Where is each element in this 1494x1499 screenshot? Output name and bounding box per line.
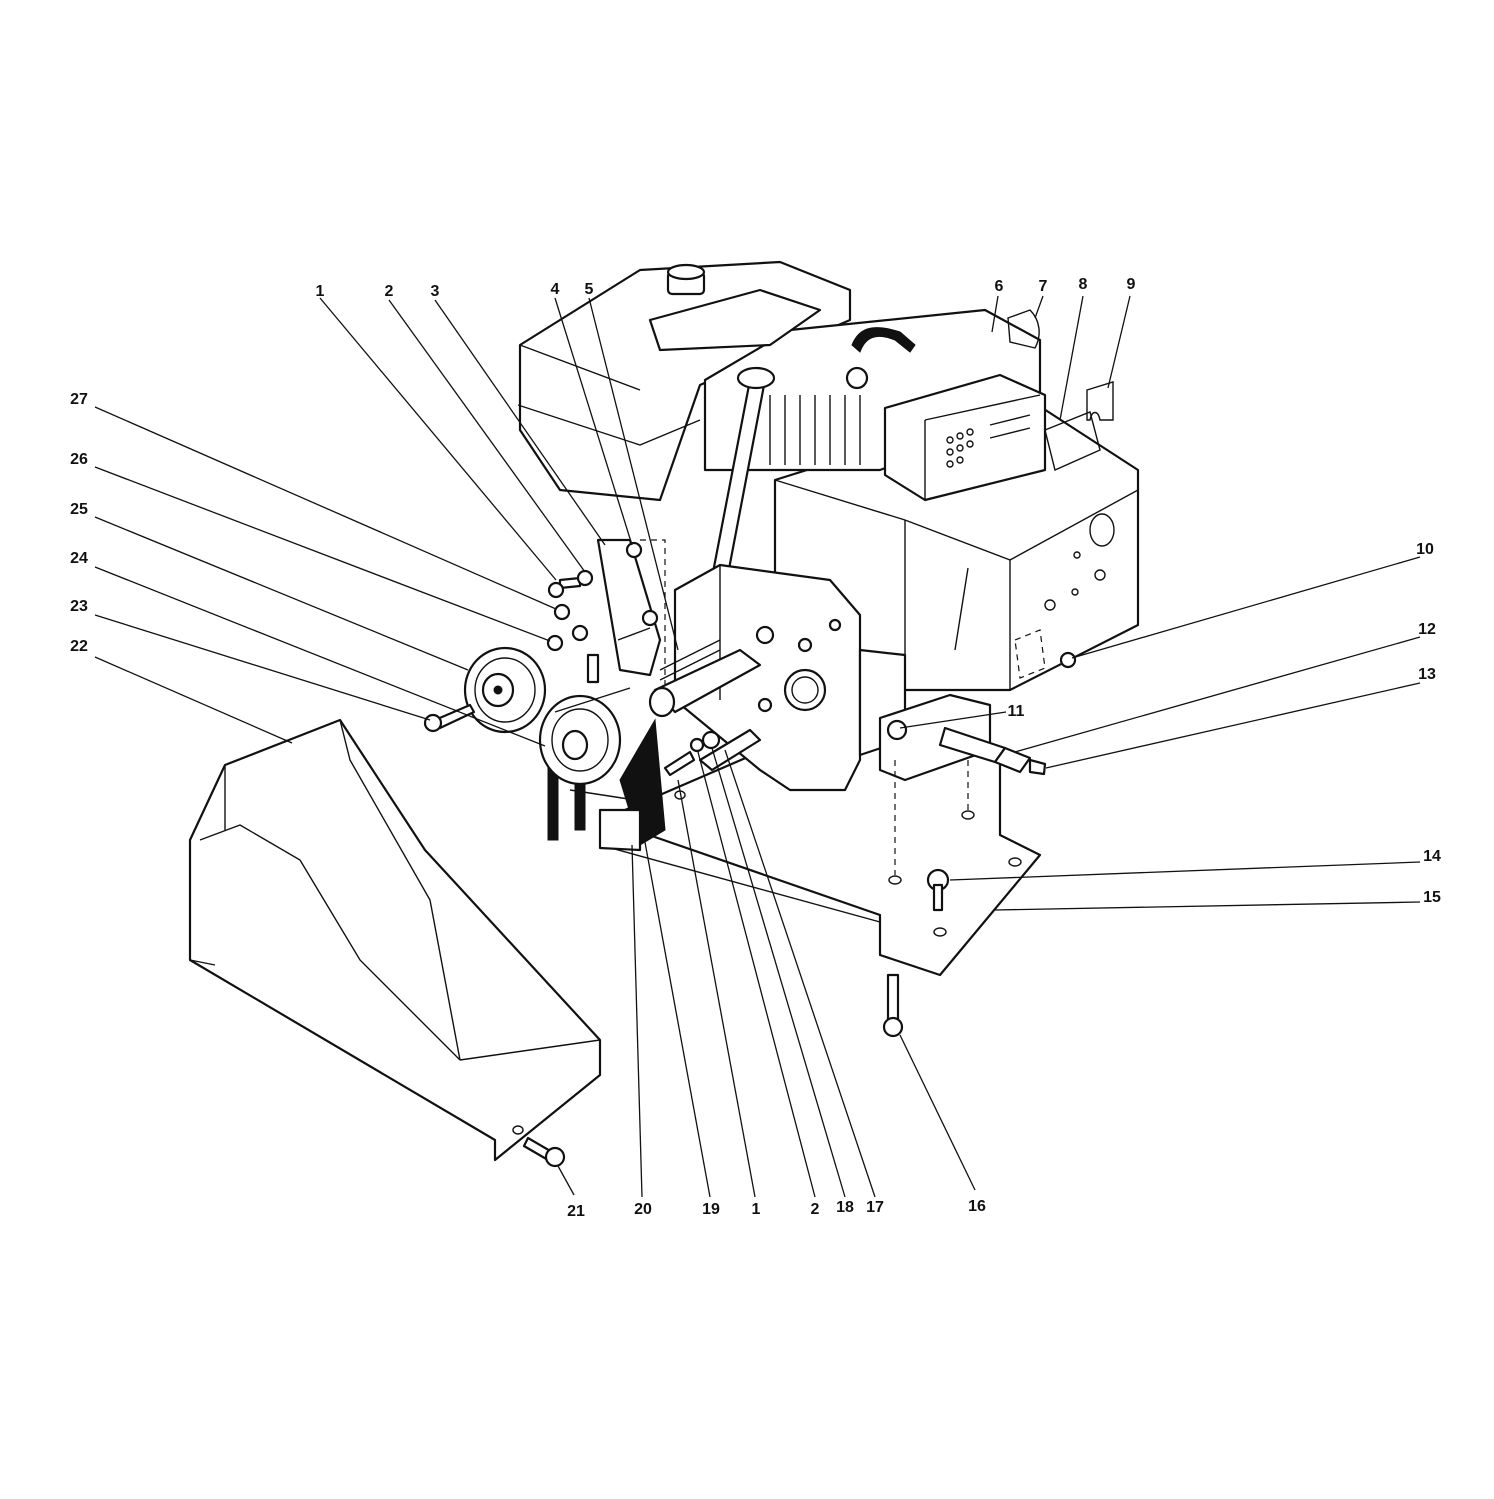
callout-18: 18: [836, 1199, 854, 1216]
callout-4: 4: [550, 281, 560, 298]
drive-pulley: [538, 687, 666, 852]
callout-3: 3: [430, 283, 440, 300]
output-shaft: [648, 639, 762, 718]
callout-9: 9: [1126, 276, 1136, 293]
idler-pulley: [463, 646, 547, 734]
callout-8: 8: [1078, 276, 1088, 293]
callout-15: 15: [1423, 889, 1441, 906]
callout-2-lower: 2: [810, 1201, 820, 1218]
callout-5: 5: [584, 281, 594, 298]
callout-21: 21: [567, 1203, 585, 1220]
mount-pad: [878, 693, 1047, 875]
callout-19: 19: [702, 1201, 720, 1218]
callout-14: 14: [1423, 848, 1441, 865]
callout-7: 7: [1038, 278, 1048, 295]
callout-25: 25: [70, 501, 88, 518]
callout-20: 20: [634, 1201, 652, 1218]
callout-2-upper: 2: [384, 283, 394, 300]
engine-block: [773, 398, 1140, 692]
bracket-plate: [596, 538, 666, 690]
callout-11: 11: [1007, 703, 1025, 720]
belt-guard: [188, 718, 602, 1162]
callout-26: 26: [70, 451, 88, 468]
callout-1-lower: 1: [751, 1201, 761, 1218]
callout-10: 10: [1416, 541, 1434, 558]
callout-13: 13: [1418, 666, 1436, 683]
callout-22: 22: [70, 638, 88, 655]
callout-6: 6: [994, 278, 1004, 295]
leader-lines: [94, 295, 1421, 1198]
callout-1-upper: 1: [315, 283, 325, 300]
callout-23: 23: [70, 598, 88, 615]
muffler-cover: [883, 373, 1047, 502]
callout-12: 12: [1418, 621, 1436, 638]
callout-17: 17: [866, 1199, 884, 1216]
callout-27: 27: [70, 391, 88, 408]
callout-16: 16: [968, 1198, 986, 1215]
callout-24: 24: [70, 550, 88, 567]
